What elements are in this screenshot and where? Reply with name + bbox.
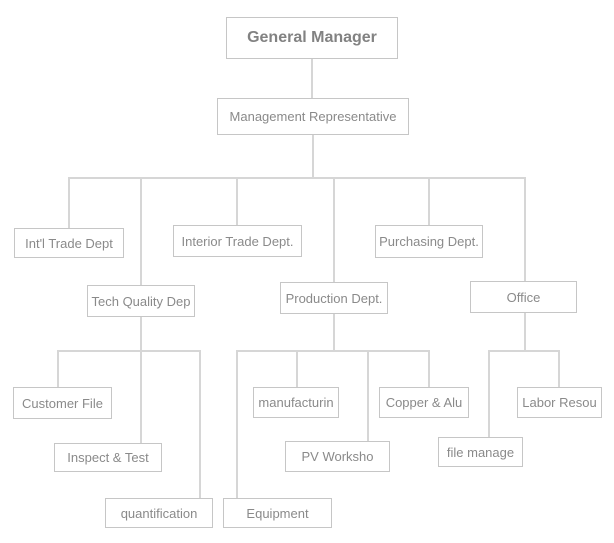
org-node-quantification: quantification bbox=[105, 498, 213, 528]
org-node-general-manager: General Manager bbox=[226, 17, 398, 59]
connector-drop-labor-resource bbox=[558, 350, 560, 387]
org-node-purchasing-dept: Purchasing Dept. bbox=[375, 225, 483, 258]
org-node-manufacturing: manufacturin bbox=[253, 387, 339, 418]
connector-drop-file-manage bbox=[488, 350, 490, 437]
connector-drop-tech-quality bbox=[140, 177, 142, 285]
org-node-pv-workshop: PV Worksho bbox=[285, 441, 390, 472]
connector-mr-stem bbox=[312, 135, 314, 178]
connector-drop-manufacturing bbox=[296, 350, 298, 387]
connector-office-stem bbox=[524, 313, 526, 352]
org-node-equipment: Equipment bbox=[223, 498, 332, 528]
connector-drop-copper-alu bbox=[428, 350, 430, 387]
org-node-office: Office bbox=[470, 281, 577, 313]
connector-techquality-rail bbox=[57, 350, 201, 352]
connector-drop-quantification bbox=[199, 350, 201, 498]
connector-main-rail bbox=[68, 177, 526, 179]
org-node-customer-file: Customer File bbox=[13, 387, 112, 419]
connector-techquality-stem bbox=[140, 317, 142, 443]
connector-drop-production bbox=[333, 177, 335, 282]
connector-production-stem bbox=[333, 314, 335, 352]
connector-drop-intl-trade bbox=[68, 177, 70, 228]
connector-drop-customer-file bbox=[57, 350, 59, 387]
org-node-copper-alu: Copper & Alu bbox=[379, 387, 469, 418]
connector-drop-office bbox=[524, 177, 526, 281]
connector-drop-equipment bbox=[236, 350, 238, 498]
org-node-inspect-test: Inspect & Test bbox=[54, 443, 162, 472]
connector-production-rail bbox=[236, 350, 430, 352]
org-node-interior-trade-dept: Interior Trade Dept. bbox=[173, 225, 302, 257]
org-node-intl-trade-dept: Int'l Trade Dept bbox=[14, 228, 124, 258]
org-node-labor-resource: Labor Resou bbox=[517, 387, 602, 418]
org-node-file-manage: file manage bbox=[438, 437, 523, 467]
connector-drop-purchasing bbox=[428, 177, 430, 226]
org-node-management-representative: Management Representative bbox=[217, 98, 409, 135]
connector-office-rail bbox=[488, 350, 560, 352]
org-node-production-dept: Production Dept. bbox=[280, 282, 388, 314]
connector-gm-to-mr bbox=[311, 59, 313, 98]
connector-drop-interior-trade bbox=[236, 177, 238, 226]
connector-drop-pv-workshop bbox=[367, 350, 369, 441]
org-node-tech-quality-dep: Tech Quality Dep bbox=[87, 285, 195, 317]
